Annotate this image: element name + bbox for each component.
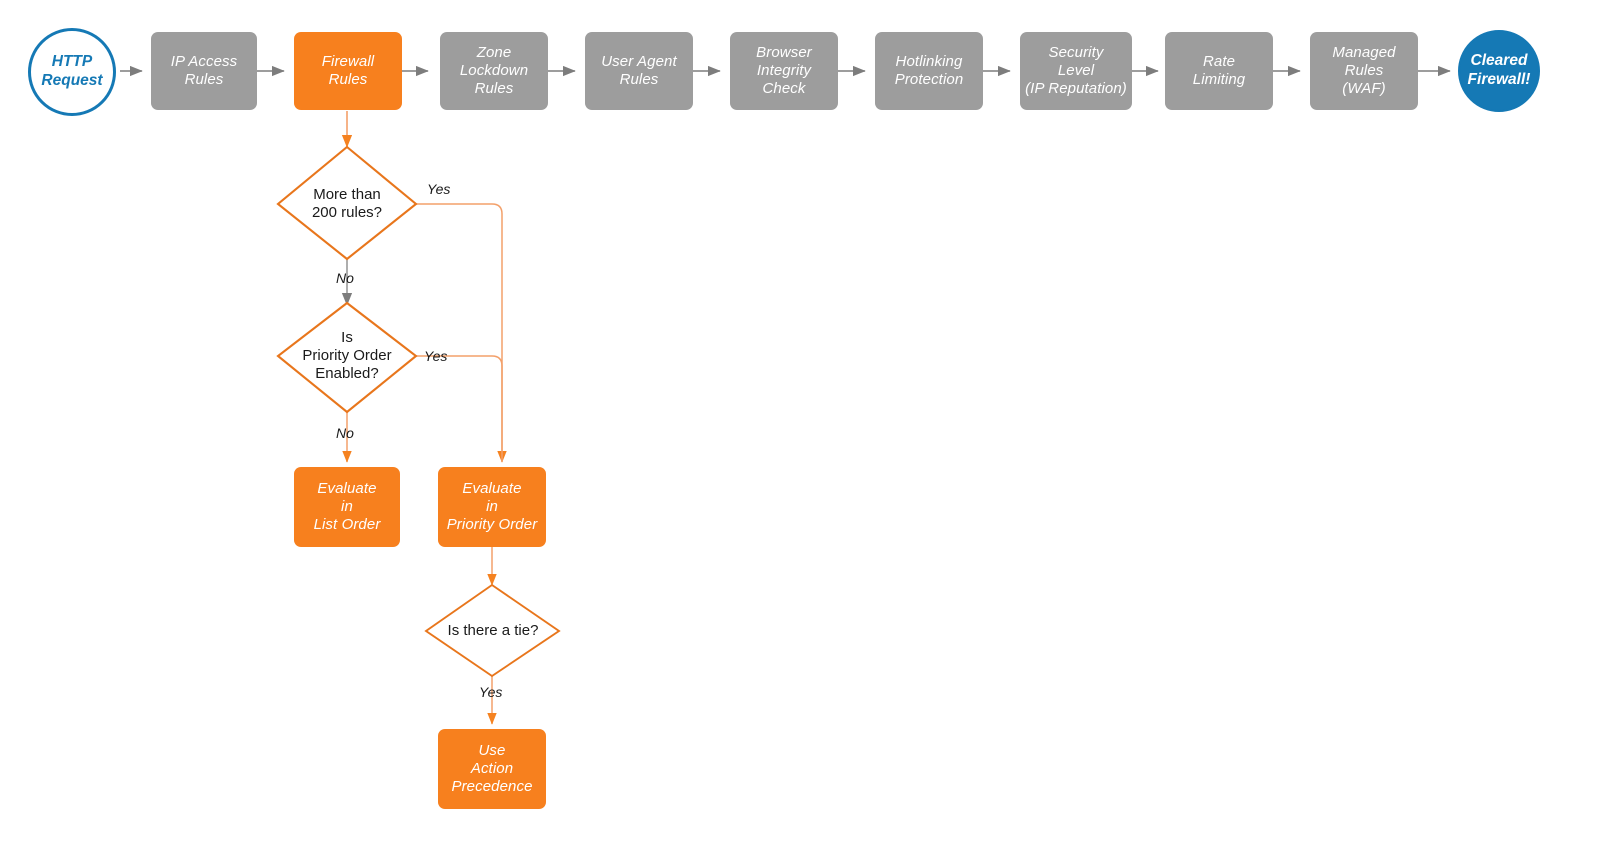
step-label-managed-rules-waf: Managed Rules (WAF) bbox=[1332, 44, 1396, 97]
step-label-browser-integrity-check: Browser Integrity Check bbox=[756, 44, 812, 97]
decision-shape-is-priority-order-enabled bbox=[276, 301, 418, 414]
edge-label-priority-order-yes: Yes bbox=[424, 348, 448, 364]
step-node-security-level[interactable]: Security Level (IP Reputation) bbox=[1020, 32, 1132, 110]
decision-label-is-there-a-tie[interactable]: Is there a tie? bbox=[447, 621, 539, 639]
edge-label-more-than-200-rules-no: No bbox=[336, 270, 354, 286]
edge-label-more-than-200-rules-yes: Yes bbox=[427, 181, 451, 197]
step-node-browser-integrity-check[interactable]: Browser Integrity Check bbox=[730, 32, 838, 110]
step-label-security-level: Security Level (IP Reputation) bbox=[1025, 44, 1127, 97]
edge-label-is-there-a-tie-yes: Yes bbox=[479, 684, 503, 700]
outcome-node-use-action-precedence[interactable]: Use Action Precedence bbox=[438, 729, 546, 809]
outcome-label-use-action-precedence: Use Action Precedence bbox=[451, 742, 533, 795]
outcome-node-evaluate-in-list-order[interactable]: Evaluate in List Order bbox=[294, 467, 400, 547]
decision-label-more-than-200-rules[interactable]: More than 200 rules? bbox=[311, 185, 383, 221]
step-node-firewall-rules[interactable]: Firewall Rules bbox=[294, 32, 402, 110]
step-label-ip-access-rules: IP Access Rules bbox=[170, 53, 238, 88]
outcome-label-evaluate-in-priority-order: Evaluate in Priority Order bbox=[446, 480, 538, 533]
start-node-label: HTTP Request bbox=[41, 53, 103, 89]
outcome-label-evaluate-in-list-order: Evaluate in List Order bbox=[313, 480, 381, 533]
edge-label-priority-order-no: No bbox=[336, 425, 354, 441]
end-node-label: Cleared Firewall! bbox=[1467, 52, 1531, 88]
step-label-rate-limiting: Rate Limiting bbox=[1192, 53, 1246, 88]
step-node-managed-rules-waf[interactable]: Managed Rules (WAF) bbox=[1310, 32, 1418, 110]
start-node-http-request[interactable]: HTTP Request bbox=[28, 28, 116, 116]
step-node-hotlinking-protection[interactable]: Hotlinking Protection bbox=[875, 32, 983, 110]
step-node-ip-access-rules[interactable]: IP Access Rules bbox=[151, 32, 257, 110]
decision-shape-more-than-200-rules bbox=[276, 145, 418, 261]
step-label-user-agent-rules: User Agent Rules bbox=[601, 53, 677, 88]
step-label-zone-lockdown-rules: Zone Lockdown Rules bbox=[459, 44, 529, 97]
step-node-rate-limiting[interactable]: Rate Limiting bbox=[1165, 32, 1273, 110]
step-label-hotlinking-protection: Hotlinking Protection bbox=[894, 53, 964, 88]
step-node-user-agent-rules[interactable]: User Agent Rules bbox=[585, 32, 693, 110]
decision-label-is-priority-order-enabled[interactable]: Is Priority Order Enabled? bbox=[302, 328, 392, 383]
decision-shape-is-there-a-tie bbox=[424, 583, 561, 678]
step-label-firewall-rules: Firewall Rules bbox=[321, 53, 375, 88]
outcome-node-evaluate-in-priority-order[interactable]: Evaluate in Priority Order bbox=[438, 467, 546, 547]
end-node-cleared-firewall[interactable]: Cleared Firewall! bbox=[1458, 30, 1540, 112]
step-node-zone-lockdown-rules[interactable]: Zone Lockdown Rules bbox=[440, 32, 548, 110]
